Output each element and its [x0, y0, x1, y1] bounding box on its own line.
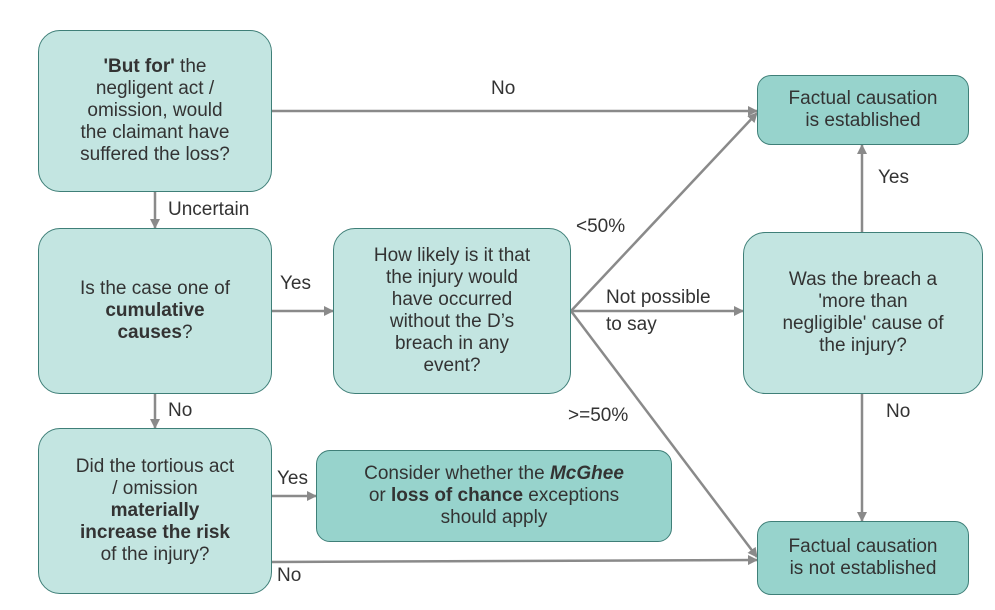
not-established-text: is not established — [789, 558, 937, 579]
label-to-say: to say — [606, 314, 657, 335]
mcghee-text: Consider whether the — [364, 463, 550, 484]
mcghee-text: or — [368, 485, 392, 506]
question-how-likely: How likely is it that the injury would h… — [333, 228, 571, 394]
breach-text: the injury? — [819, 335, 907, 356]
material-text: / omission — [112, 478, 198, 499]
causes-bold-text: causes — [117, 322, 182, 343]
cumulative-text: Is the case one of — [80, 278, 230, 299]
loss-of-chance-bold: loss of chance — [391, 485, 524, 506]
mcghee-text: exceptions — [523, 485, 620, 506]
label-no-top: No — [491, 78, 516, 99]
label-not-possible: Not possible — [606, 287, 711, 308]
outcome-mcghee-loss-of-chance: Consider whether the McGhee or loss of c… — [316, 450, 672, 542]
label-yes-breach: Yes — [878, 167, 909, 188]
not-established-text: Factual causation — [788, 536, 938, 557]
cumulative-text: ? — [181, 322, 193, 343]
label-no-breach: No — [886, 401, 911, 422]
arrow-likely-to-established — [570, 112, 758, 312]
material-bold-text: increase the risk — [80, 522, 230, 543]
question-material-increase: Did the tortious act / omission material… — [38, 428, 272, 594]
but-for-text: omission, would — [87, 100, 223, 121]
label-no-material: No — [277, 565, 302, 586]
mcghee-text: should apply — [440, 507, 548, 528]
question-but-for: 'But for' the negligent act / omission, … — [38, 30, 272, 192]
arrow-material-to-not-established — [271, 555, 758, 566]
breach-text: negligible' cause of — [782, 313, 944, 334]
likely-text: have occurred — [391, 289, 513, 310]
label-gte-50: >=50% — [568, 405, 629, 426]
mcghee-bold-italic: McGhee — [549, 463, 624, 484]
material-bold-text: materially — [110, 500, 200, 521]
label-yes-cumulative: Yes — [280, 273, 311, 294]
outcome-causation-not-established: Factual causation is not established — [757, 521, 969, 595]
but-for-text: the — [174, 56, 207, 77]
label-yes-material: Yes — [277, 468, 308, 489]
label-lt-50: <50% — [576, 216, 626, 237]
material-text: Did the tortious act — [75, 456, 235, 477]
likely-text: breach in any — [394, 333, 510, 354]
question-more-than-negligible: Was the breach a 'more than negligible' … — [743, 232, 983, 394]
likely-text: How likely is it that — [373, 245, 531, 266]
label-uncertain: Uncertain — [168, 199, 250, 220]
but-for-text: suffered the loss? — [80, 144, 230, 165]
established-text: Factual causation — [788, 88, 938, 109]
likely-text: without the D’s — [389, 311, 515, 332]
material-text: of the injury? — [100, 544, 210, 565]
breach-text: Was the breach a — [788, 269, 938, 290]
but-for-text: the claimant have — [80, 122, 230, 143]
arrow-likely-to-not-established — [570, 310, 758, 558]
cumulative-bold-text: cumulative — [105, 300, 205, 321]
likely-text: event? — [423, 355, 481, 376]
outcome-causation-established: Factual causation is established — [757, 75, 969, 145]
likely-text: the injury would — [385, 267, 519, 288]
established-text: is established — [805, 110, 921, 131]
breach-text: 'more than — [818, 291, 908, 312]
question-cumulative-causes: Is the case one of cumulative causes? — [38, 228, 272, 394]
but-for-text: negligent act / — [95, 78, 215, 99]
label-no-cumulative: No — [168, 400, 193, 421]
but-for-bold-text: 'But for' — [103, 56, 175, 77]
